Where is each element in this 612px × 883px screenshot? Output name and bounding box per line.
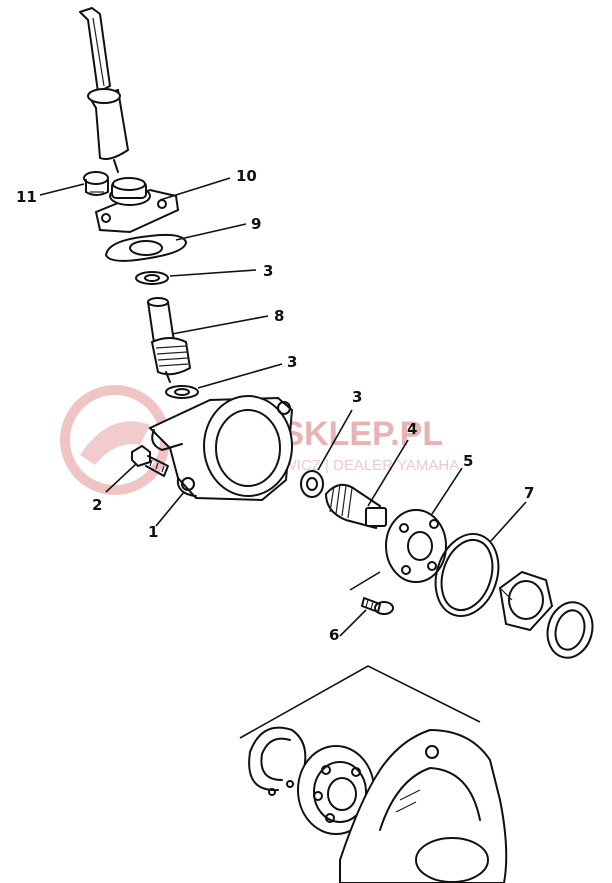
callout-3a: 3 — [169, 262, 273, 280]
label-10: 10 — [236, 167, 257, 185]
label-6: 6 — [329, 626, 339, 644]
circlip — [248, 726, 307, 796]
assembly-bracket — [239, 571, 481, 739]
label-3c: 3 — [352, 388, 362, 406]
part-11-bolt — [83, 171, 109, 196]
label-3b: 3 — [287, 353, 297, 371]
speedometer-cable — [79, 7, 130, 173]
callout-10: 10 — [159, 167, 257, 201]
callout-6: 6 — [329, 609, 367, 644]
watermark-logo — [60, 385, 170, 495]
watermark-subtitle: HOWICZ | DEALER YAMAHA — [260, 457, 459, 474]
part-10-housing — [94, 177, 180, 234]
watermark: -SKLEP.PL HOWICZ | DEALER YAMAHA — [60, 385, 459, 495]
label-8: 8 — [274, 307, 284, 325]
callout-3b: 3 — [197, 353, 297, 389]
part-3a-washer — [135, 271, 169, 285]
part-9-gasket — [105, 233, 187, 262]
callout-4: 4 — [367, 420, 417, 507]
callout-9: 9 — [175, 215, 261, 241]
part-4-driven-gear — [324, 483, 387, 530]
part-2-bolt — [131, 444, 169, 477]
lock-washer — [546, 601, 594, 659]
callout-11: 11 — [16, 183, 85, 206]
callout-8: 8 — [171, 307, 284, 335]
locknut — [498, 570, 554, 632]
callout-3c: 3 — [317, 388, 362, 471]
callout-5: 5 — [431, 452, 473, 515]
label-4: 4 — [407, 420, 417, 438]
bearing — [297, 745, 375, 835]
part-1-gear-housing — [148, 395, 294, 502]
label-1: 1 — [148, 523, 158, 541]
label-3a: 3 — [263, 262, 273, 280]
part-7-o-ring — [434, 532, 500, 618]
callout-2: 2 — [92, 463, 137, 514]
label-11: 11 — [16, 188, 37, 206]
part-5-retainer — [385, 509, 447, 583]
wheel-hub-casing — [339, 728, 508, 883]
callout-7: 7 — [489, 484, 534, 543]
label-7: 7 — [524, 484, 534, 502]
label-5: 5 — [463, 452, 473, 470]
label-9: 9 — [251, 215, 261, 233]
part-3b-washer — [165, 385, 199, 399]
part-6-screw — [361, 597, 394, 615]
part-8-gear-shaft — [147, 297, 192, 383]
watermark-title: -SKLEP.PL — [270, 415, 443, 453]
callout-1: 1 — [148, 491, 185, 541]
label-2: 2 — [92, 496, 102, 514]
part-3c-washer — [300, 470, 324, 498]
